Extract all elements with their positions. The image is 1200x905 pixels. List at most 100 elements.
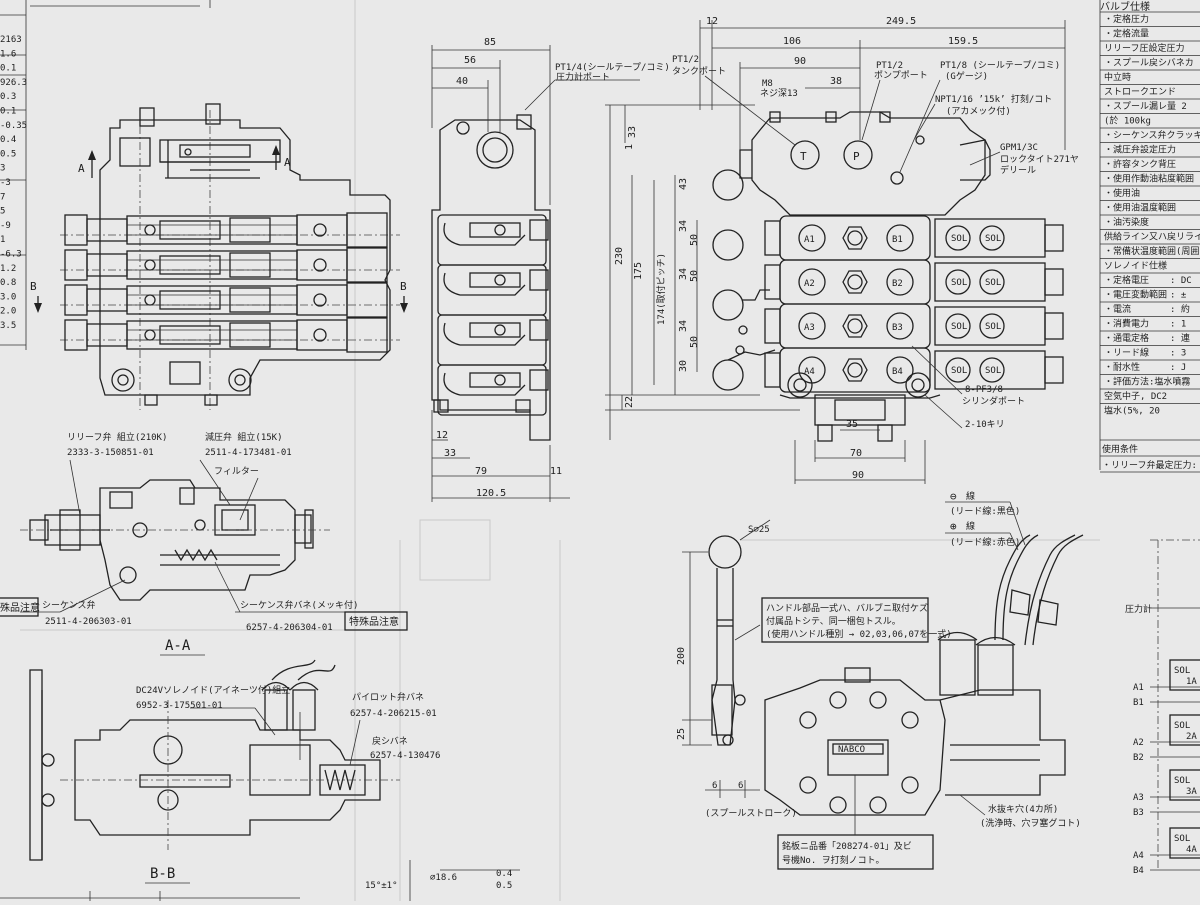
pilot-spring-part-number: 6257-4-206215-01 <box>350 709 437 719</box>
side-view: 85 56 40 12 33 79 11 120.5 PT1/4(シールテープ/… <box>431 37 670 502</box>
section-label-a-right: A <box>284 156 291 169</box>
dim-12-front: 12 <box>706 16 718 27</box>
circuit-port-label: A2 <box>1133 738 1144 748</box>
handle-note-line-3: (使用ハンドル種別 → 02,03,06,07を一式) <box>766 628 952 640</box>
margin-value: 1.2 <box>0 264 16 274</box>
port-a-label: A1 <box>804 235 815 245</box>
spec-row: ・スプール漏レ量 2 <box>1104 100 1187 112</box>
section-label-b-left: B <box>30 280 37 293</box>
margin-value: 2163 <box>0 35 22 45</box>
return-spring-label: 戻シバネ <box>372 735 408 747</box>
spec-row: ・使用油 <box>1104 187 1140 199</box>
spec-row: ・許容タンク背圧 <box>1104 158 1176 170</box>
margin-value: -3 <box>0 178 11 188</box>
left-margin-table: 21631.60.1926.30.30.1-0.350.40.53-375-91… <box>0 0 27 350</box>
margin-value: 1.6 <box>0 49 16 59</box>
relief-valve-part-number: 2333-3-150851-01 <box>67 448 154 458</box>
pump-port-size: PT1/2 <box>876 61 903 71</box>
pump-port-label: ポンプポート <box>874 70 928 81</box>
margin-value: 2.0 <box>0 307 16 317</box>
margin-value: 7 <box>0 192 5 202</box>
special-note-left: 殊品注意 <box>0 601 40 614</box>
margin-value: 0.1 <box>0 107 16 117</box>
top-view-spool-section <box>64 282 388 318</box>
top-view-spool-section <box>64 212 388 248</box>
handle-assembly-view: S⌀25 200 25 6 6 (スプールストローク) NABCO <box>676 490 1084 870</box>
tank-port-label: タンクポート <box>672 66 726 77</box>
circuit-solenoid-tag: 2A <box>1186 732 1197 742</box>
conditions-title: 使用条件 <box>1102 443 1138 455</box>
dim-33-front: 33 <box>627 126 638 138</box>
spec-row: ・常備状温度範囲(周囲 <box>1104 245 1199 257</box>
negative-wire-label: 線 <box>966 490 975 502</box>
spec-table: バルブ仕様 ・定格圧力・定格流量リリーフ圧設定圧力・スプール戻シバネカ中立時スト… <box>1099 0 1200 473</box>
spec-row: 中立時 <box>1104 71 1131 83</box>
dim-175: 175 <box>633 262 644 280</box>
valve-spec-title: バルブ仕様 <box>1100 0 1150 13</box>
spec-row: ・耐水性 <box>1104 361 1140 373</box>
side-view-section <box>437 214 549 266</box>
solenoid-label: SOL <box>985 278 1001 288</box>
port-a-label: A2 <box>804 279 815 289</box>
relief-valve-label: リリーフ弁 組立(210K) <box>67 431 167 443</box>
pressure-gauge-label: 圧力計 <box>1125 603 1152 615</box>
margin-value: 926.3 <box>0 78 27 88</box>
port-b-label: B2 <box>892 279 903 289</box>
spec-value: : DC <box>1170 276 1192 286</box>
special-note-box: 特殊品注意 <box>349 615 399 628</box>
spec-row: ストロークエンド <box>1104 87 1176 98</box>
spec-row: ・減圧弁設定圧力 <box>1104 144 1176 156</box>
sphere-dim: S⌀25 <box>748 525 770 535</box>
spec-row: 供給ライン又ハ戻リライン <box>1104 231 1200 243</box>
solenoid-label: SOL <box>951 234 967 244</box>
nameplate-note-line-2: 号機No. ヲ打刻ノコト。 <box>782 854 885 866</box>
pt18-gauge-label: (Gゲージ) <box>945 70 988 82</box>
margin-value: -9 <box>0 221 11 231</box>
port-b-label: B3 <box>892 323 903 333</box>
margin-value: 1 <box>0 235 5 245</box>
section-a-a-title: A-A <box>165 638 191 654</box>
spec-value: : 連 <box>1170 332 1190 344</box>
angle-dimension: 15°±1° <box>365 881 398 891</box>
diameter-dimension: ⌀18.6 <box>430 873 457 883</box>
solenoid-label: SOL <box>985 322 1001 332</box>
port-b-label: B4 <box>892 367 903 377</box>
solenoid-label: DC24Vソレノイド(アイネーツ付)組立 <box>136 684 290 696</box>
circuit-solenoid-tag: 3A <box>1186 787 1197 797</box>
port-note-pt14: PT1/4(シールテープ/コミ) <box>555 62 670 73</box>
dim-50-b: 50 <box>689 270 700 282</box>
return-spring-part-number: 6257-4-130476 <box>370 751 440 761</box>
cylinder-port-label: シリンダポート <box>962 395 1025 407</box>
margin-value: -0.35 <box>0 121 27 131</box>
dim-70: 70 <box>850 448 862 459</box>
mount-hole-label: 2-10キリ <box>965 420 1005 430</box>
dim-43: 43 <box>678 178 689 190</box>
dim-35: 35 <box>846 419 858 430</box>
side-view-section <box>437 314 549 366</box>
nameplate-note-line-1: 銘板ニ品番「208274-01」及ビ <box>782 840 912 852</box>
circuit-port-label: B3 <box>1133 808 1144 818</box>
sequence-valve-label: シーケンス弁 <box>42 599 96 611</box>
section-a-a: リリーフ弁 組立(210K) 2333-3-150851-01 減圧弁 組立(1… <box>0 431 408 656</box>
spec-row: ・消費電力 <box>1104 318 1149 330</box>
pilot-spring-label: パイロット弁バネ <box>352 691 424 703</box>
circuit-solenoid-label: SOL <box>1174 776 1190 786</box>
margin-value: 5 <box>0 207 5 217</box>
npt-sub-label: (アカメック付) <box>946 106 1011 117</box>
drain-hole-note: (洗浄時、穴ヲ塞グコト) <box>980 817 1081 829</box>
spec-row: ・定格流量 <box>1104 28 1149 40</box>
dim-50-a: 50 <box>689 234 700 246</box>
top-view-spool-section <box>64 317 388 353</box>
margin-value: 0.3 <box>0 92 16 102</box>
dim-79: 79 <box>475 466 487 477</box>
dim-120-5: 120.5 <box>476 488 506 499</box>
port-a-label: A4 <box>804 367 815 377</box>
pump-port-marking: P <box>853 150 860 163</box>
section-label-a-left: A <box>78 162 85 175</box>
circuit-solenoid-tag: 4A <box>1186 845 1197 855</box>
